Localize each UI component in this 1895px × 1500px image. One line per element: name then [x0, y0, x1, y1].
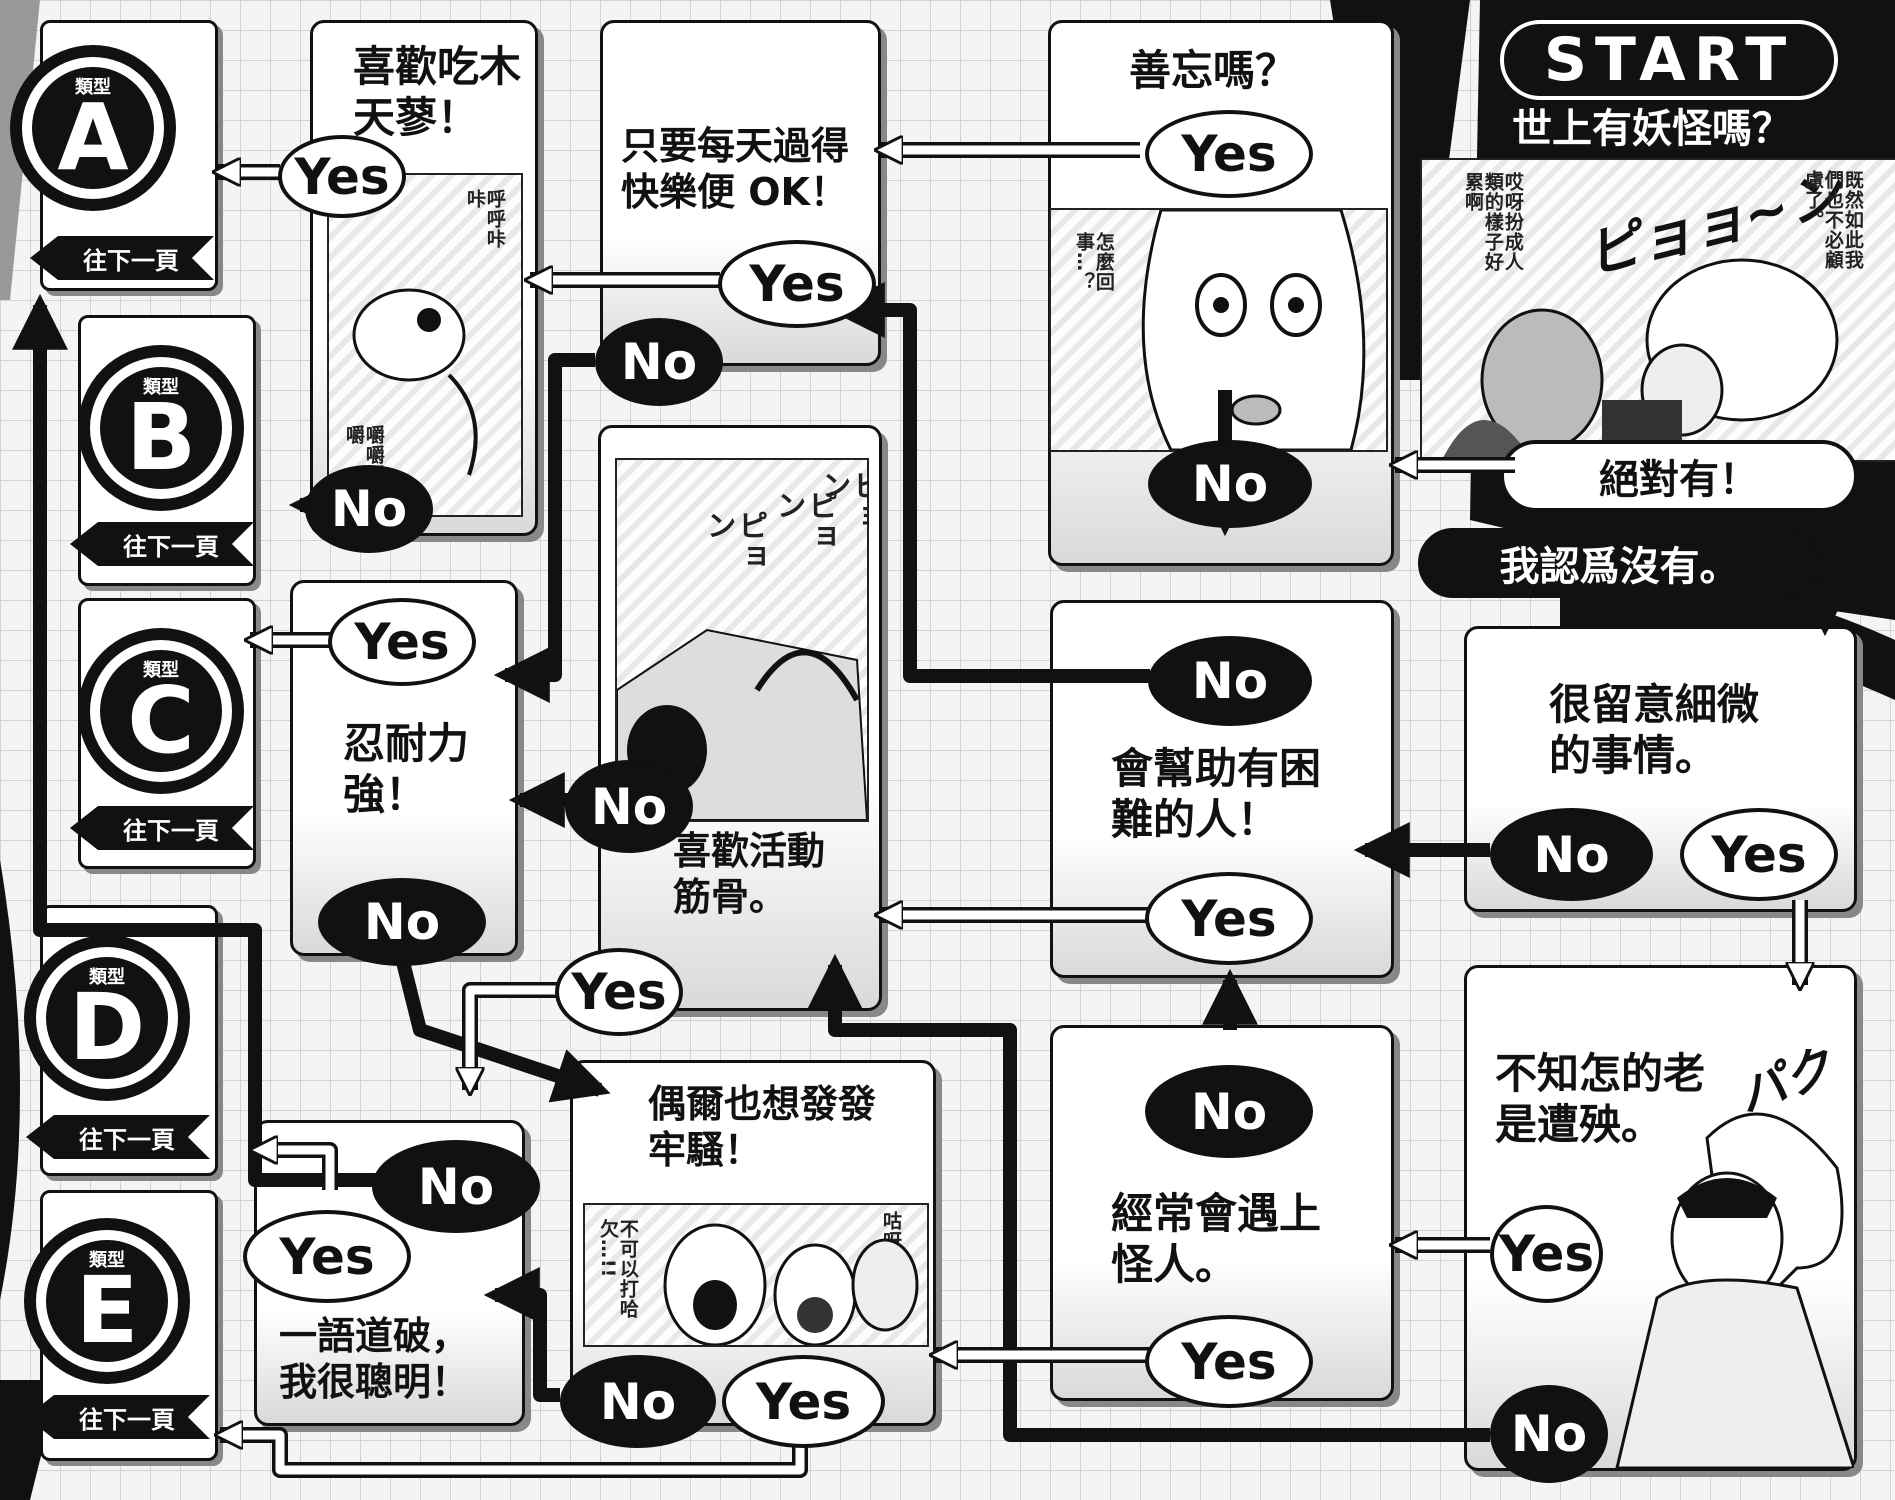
start-question: 世上有妖怪嗎？ [1512, 106, 1792, 152]
type-badge-d: 類型 D [24, 935, 190, 1101]
unlucky-character [1615, 1112, 1854, 1468]
q-strange: 經常會遇上 怪人。 [1111, 1189, 1322, 1290]
next-page-d[interactable]: 往下一頁 [26, 1115, 210, 1159]
type-letter-b: B [125, 383, 197, 491]
start-comic-panel: ピョョ~ン 哎呀扮成人類的樣子好累啊 既然如此我們也不必顧慮了。 [1420, 158, 1895, 462]
type-label-e: 類型 [89, 1250, 125, 1271]
endurance-yes[interactable]: Yes [328, 598, 476, 686]
start-label: START [1500, 20, 1838, 100]
box-exercise: ピョン ピョン ピョン 喜歡活動 筋骨。 [598, 425, 882, 1011]
q-happy-ok: 只要每天過得 快樂便 OK！ [621, 124, 850, 215]
help-no[interactable]: No [1148, 636, 1312, 726]
type-letter-c: C [127, 666, 195, 774]
q-complain: 偶爾也想發發 牢騷！ [648, 1082, 877, 1173]
exercise-no[interactable]: No [565, 760, 693, 853]
unlucky-no[interactable]: No [1490, 1385, 1608, 1483]
box-like-tree: 喜歡吃木 天蓼！ 呼呼咔咔 嚼嚼嚼嚼 [310, 20, 538, 536]
complain-no[interactable]: No [560, 1355, 716, 1448]
type-badge-a: 類型 A [10, 45, 176, 211]
q-like-tree: 喜歡吃木 天蓼！ [353, 42, 522, 143]
type-label-a: 類型 [75, 77, 111, 98]
forgetful-speech: 怎麼回事…？ [1072, 232, 1115, 292]
next-page-a[interactable]: 往下一頁 [30, 236, 214, 280]
exercise-sfx-3: ピョン [700, 510, 768, 572]
exercise-sfx-1: ピョン [815, 470, 869, 532]
type-letter-e: E [75, 1256, 139, 1364]
strange-no[interactable]: No [1145, 1065, 1313, 1158]
forgetful-no[interactable]: No [1148, 440, 1312, 528]
next-page-e[interactable]: 往下一頁 [26, 1395, 210, 1439]
exercise-yes[interactable]: Yes [555, 948, 683, 1036]
start-speech-2: 既然如此我們也不必顧慮了。 [1801, 170, 1864, 270]
detail-no[interactable]: No [1490, 808, 1653, 901]
q-smart: 一語道破， 我很聰明！ [279, 1314, 470, 1405]
tree-panel: 呼呼咔咔 嚼嚼嚼嚼 [327, 173, 523, 517]
exercise-sfx-2: ピョン [770, 490, 838, 552]
smart-yes[interactable]: Yes [243, 1210, 411, 1303]
strange-yes[interactable]: Yes [1145, 1315, 1313, 1408]
start-answer-yes[interactable]: 絕對有！ [1500, 440, 1858, 512]
type-badge-e: 類型 E [24, 1218, 190, 1384]
tree-yes[interactable]: Yes [278, 135, 406, 218]
type-label-b: 類型 [143, 377, 179, 398]
detail-yes[interactable]: Yes [1680, 808, 1838, 901]
type-letter-d: D [68, 973, 146, 1081]
q-help: 會幫助有困 難的人！ [1111, 744, 1322, 845]
start-speech-1: 哎呀扮成人類的樣子好累啊 [1461, 172, 1524, 272]
type-badge-b: 類型 B [78, 345, 244, 511]
type-badge-c: 類型 C [78, 628, 244, 794]
next-page-c[interactable]: 往下一頁 [70, 806, 254, 850]
q-forgetful: 善忘嗎？ [1129, 46, 1298, 95]
happy-yes[interactable]: Yes [718, 240, 876, 328]
complain-speech-2: 不可以打哈欠…!! [596, 1219, 639, 1319]
complain-yes[interactable]: Yes [722, 1355, 885, 1448]
q-exercise: 喜歡活動 筋骨。 [673, 829, 826, 920]
complain-panel: 咕呀～ 不可以打哈欠…!! [583, 1203, 929, 1347]
tree-no[interactable]: No [305, 465, 433, 553]
happy-no[interactable]: No [595, 318, 723, 406]
tree-speech-1: 呼呼咔咔 [463, 189, 506, 249]
q-unlucky: 不知怎的老 是遭殃。 [1495, 1049, 1706, 1150]
next-page-b[interactable]: 往下一頁 [70, 522, 254, 566]
unlucky-yes[interactable]: Yes [1490, 1205, 1603, 1303]
q-detail: 很留意細微 的事情。 [1549, 680, 1760, 781]
forgetful-panel: 怎麼回事…？ [1049, 208, 1388, 452]
help-yes[interactable]: Yes [1145, 872, 1313, 965]
start-answer-no[interactable]: 我認爲沒有。 [1418, 528, 1821, 598]
type-label-c: 類型 [143, 660, 179, 681]
exercise-panel: ピョン ピョン ピョン [615, 458, 869, 822]
forgetful-yes[interactable]: Yes [1145, 110, 1313, 198]
endurance-no[interactable]: No [318, 878, 486, 966]
type-letter-a: A [57, 83, 129, 191]
type-label-d: 類型 [89, 967, 125, 988]
q-endurance: 忍耐力 強！ [343, 719, 470, 820]
smart-no[interactable]: No [372, 1140, 540, 1233]
